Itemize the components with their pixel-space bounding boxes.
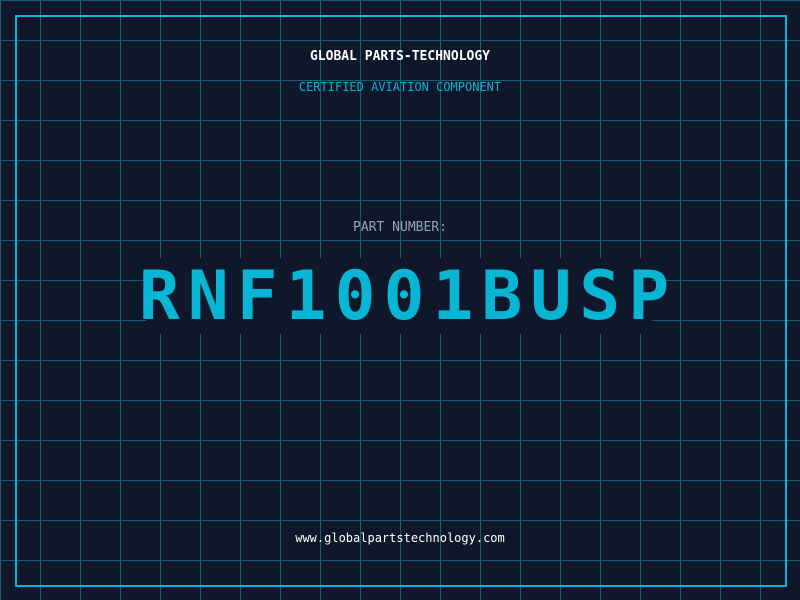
website-link[interactable]: www.globalpartstechnology.com bbox=[295, 531, 505, 545]
part-number: RNF1001BUSP bbox=[138, 257, 678, 336]
part-number-label: PART NUMBER: bbox=[353, 220, 447, 235]
border-frame bbox=[15, 15, 787, 587]
subtitle: CERTIFIED AVIATION COMPONENT bbox=[298, 80, 502, 94]
part-number-backdrop bbox=[146, 258, 652, 334]
brand-title: GLOBAL PARTS-TECHNOLOGY bbox=[309, 49, 490, 64]
